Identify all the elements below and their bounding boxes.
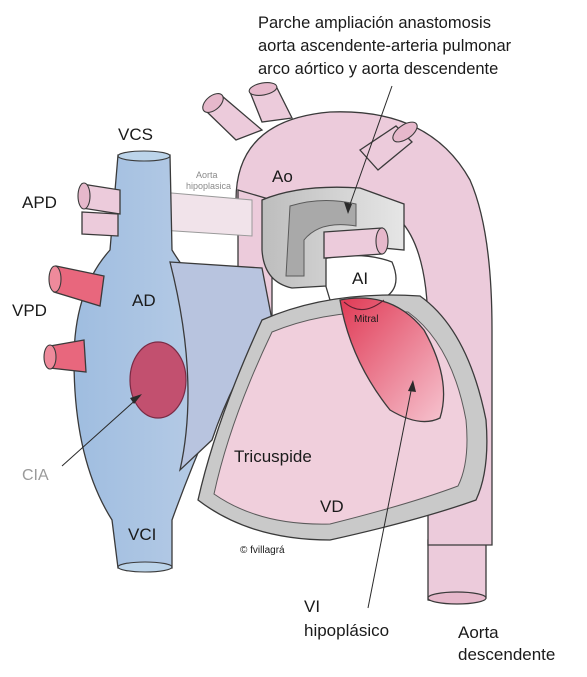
pointer-vi-head (408, 380, 416, 392)
branch-3-end (392, 121, 418, 143)
mitral-valve (343, 299, 385, 311)
patch-inner (285, 199, 357, 277)
label-tricuspide: Tricuspide (234, 447, 312, 466)
caption-line-3: arco aórtico y aorta descendente (258, 60, 498, 78)
descending-aorta-end (427, 591, 487, 605)
left-ventricle (339, 297, 445, 423)
label-mitral: Mitral (354, 314, 378, 325)
label-vpd: VPD (12, 301, 47, 320)
cia-defect (129, 341, 187, 419)
label-apd: APD (22, 193, 57, 212)
hypoplastic-aorta (159, 191, 253, 237)
caption-line-2: aorta ascendente-arteria pulmonar (258, 37, 512, 55)
label-ao: Ao (272, 167, 293, 186)
pointer-cia-head (130, 394, 142, 404)
label-aorta-hipoplasica-1: Aorta (196, 170, 218, 180)
label-vi-1: VI (304, 597, 320, 616)
pulmonary-stub (323, 227, 383, 259)
svc-opening (117, 150, 171, 162)
pointer-cia (61, 395, 141, 467)
pointer-patch (347, 85, 393, 211)
label-aorta-desc-2: descendente (458, 645, 555, 664)
label-vd: VD (320, 497, 344, 516)
branch-1-end (202, 93, 224, 113)
label-vcs: VCS (118, 125, 153, 144)
label-copyright: © fvillagrá (240, 545, 285, 556)
rpa-2 (81, 211, 119, 237)
rpv-lower-end (43, 344, 57, 370)
rpa-end (77, 182, 91, 210)
label-aorta-desc-1: Aorta (458, 623, 499, 642)
label-ad: AD (132, 291, 156, 310)
caption-line-1: Parche ampliación anastomosis (258, 14, 491, 32)
label-aorta-hipoplasica-2: hipoplasica (186, 181, 231, 191)
label-cia: CIA (22, 467, 49, 484)
label-ai: AI (352, 269, 368, 288)
pointer-vi (367, 385, 413, 609)
pointer-patch-head (344, 202, 352, 214)
label-vci: VCI (128, 525, 156, 544)
pulmonary-stub-end (375, 227, 389, 255)
label-vi-2: hipoplásico (304, 621, 389, 640)
ivc-opening (117, 561, 173, 573)
branch-2-end (248, 82, 278, 96)
rpv-upper-end (48, 265, 62, 293)
